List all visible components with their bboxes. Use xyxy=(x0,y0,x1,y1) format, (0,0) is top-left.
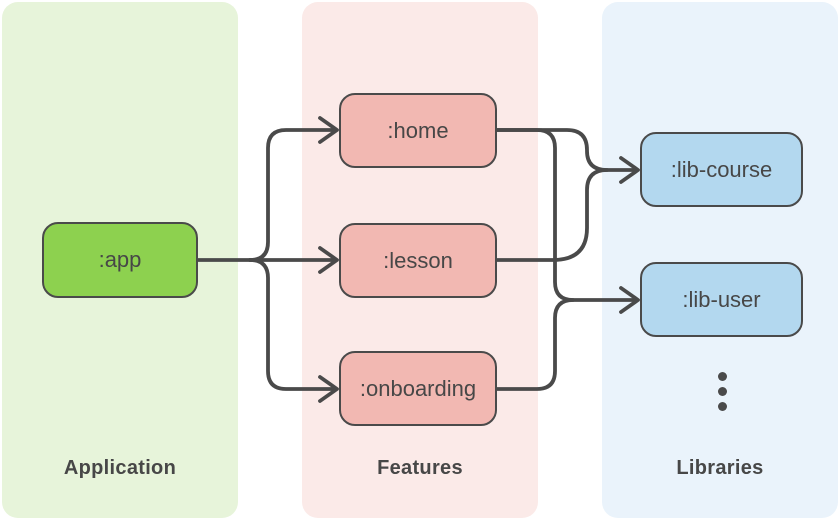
ellipsis-dot xyxy=(718,387,727,396)
node-app-label: :app xyxy=(98,247,142,272)
node-home: :home xyxy=(339,93,497,168)
libraries-panel: Libraries xyxy=(602,2,838,518)
node-onboarding-label: :onboarding xyxy=(359,375,477,401)
node-app: :app xyxy=(42,222,198,298)
node-lib-course: :lib-course xyxy=(640,132,803,207)
ellipsis-dot xyxy=(718,402,727,411)
ellipsis-dot xyxy=(718,372,727,381)
node-lib-user-label: :lib-user xyxy=(682,286,761,312)
node-lib-course-label: :lib-course xyxy=(670,156,773,182)
node-home-label: :home xyxy=(387,117,449,143)
application-panel-label: Application xyxy=(63,457,177,479)
features-panel-label: Features xyxy=(377,457,463,479)
node-lesson: :lesson xyxy=(339,223,497,298)
libraries-panel-label: Libraries xyxy=(676,457,764,479)
node-onboarding: :onboarding xyxy=(339,351,497,426)
node-lesson-label: :lesson xyxy=(383,247,453,273)
more-libraries-ellipsis-icon xyxy=(718,372,727,417)
node-lib-user: :lib-user xyxy=(640,262,803,337)
